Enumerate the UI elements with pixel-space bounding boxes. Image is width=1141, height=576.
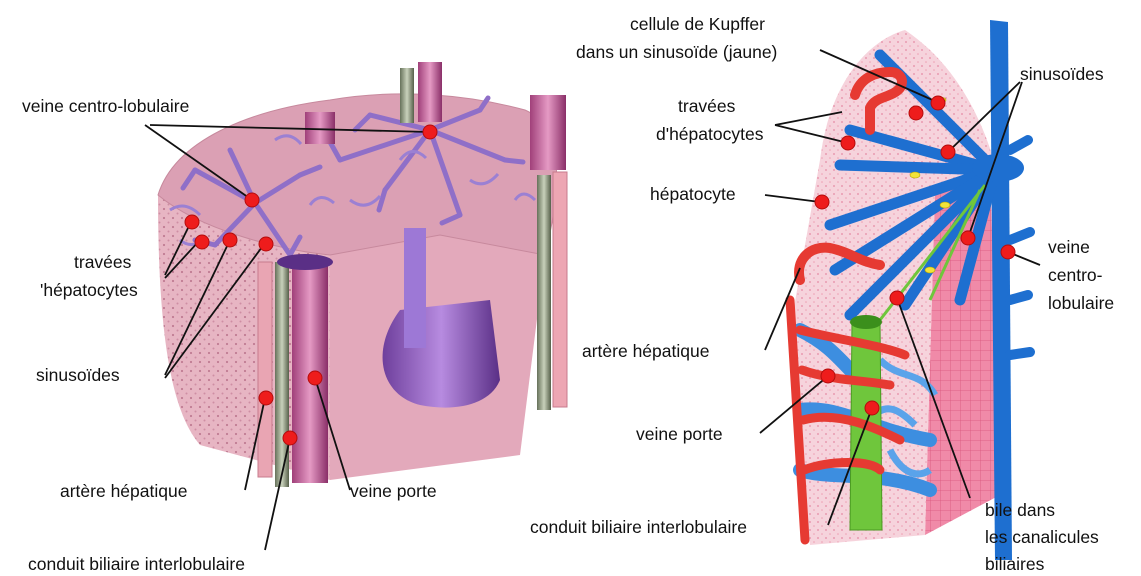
pin-cords-a bbox=[185, 215, 199, 229]
portal-funnel bbox=[383, 300, 500, 408]
left-vessel-portal-vein bbox=[292, 258, 328, 483]
upper-vessel-pair-1 bbox=[400, 68, 414, 123]
label-central-vein-right-1: veine bbox=[1048, 237, 1090, 257]
label-kupffer-1: cellule de Kupffer bbox=[630, 14, 765, 34]
pin-hepatic-artery-left bbox=[259, 391, 273, 405]
right-vessel-side-1 bbox=[537, 175, 551, 410]
pin-bile-duct-left bbox=[283, 431, 297, 445]
label-cords-left-2: 'hépatocytes bbox=[40, 280, 138, 300]
pin-hepatic-artery-right bbox=[821, 369, 835, 383]
label-cords-right-1: travées bbox=[678, 96, 736, 116]
left-vessel-opening bbox=[277, 254, 333, 270]
right-vessel-top bbox=[530, 95, 566, 170]
label-sinusoids-left: sinusoïdes bbox=[36, 365, 120, 385]
pin-portal-vein-left bbox=[308, 371, 322, 385]
right-vessel-side-2 bbox=[553, 172, 567, 407]
pin-central-vein-b bbox=[423, 125, 437, 139]
label-cords-left-1: travées bbox=[74, 252, 132, 272]
pin-cords-b bbox=[195, 235, 209, 249]
label-bile-duct-left: conduit biliaire interlobulaire bbox=[28, 554, 245, 574]
pin-cords-right-b bbox=[841, 136, 855, 150]
pin-sinusoid-a bbox=[223, 233, 237, 247]
pin-kupffer bbox=[931, 96, 945, 110]
right-lobule-illustration bbox=[790, 20, 1030, 560]
label-hepatocyte: hépatocyte bbox=[650, 184, 736, 204]
label-bile-3: biliaires bbox=[985, 554, 1045, 574]
left-vessel-hepatic-artery bbox=[258, 262, 272, 477]
label-hepatic-artery-left: artère hépatique bbox=[60, 481, 187, 501]
pin-sinusoid-right-a bbox=[941, 145, 955, 159]
portal-channel bbox=[404, 228, 426, 348]
pin-central-vein-right bbox=[1001, 245, 1015, 259]
pin-sinusoid-b bbox=[259, 237, 273, 251]
label-sinusoids-right: sinusoïdes bbox=[1020, 64, 1104, 84]
label-hepatic-artery-right: artère hépatique bbox=[582, 341, 709, 361]
label-portal-vein-left: veine porte bbox=[350, 481, 437, 501]
left-vessel-back bbox=[305, 112, 335, 144]
pin-central-vein-a bbox=[245, 193, 259, 207]
pin-bile-duct-right bbox=[865, 401, 879, 415]
label-central-vein-right-3: lobulaire bbox=[1048, 293, 1114, 313]
label-central-vein-right-2: centro- bbox=[1048, 265, 1103, 285]
upper-vessel-pair-2 bbox=[418, 62, 442, 122]
label-kupffer-2: dans un sinusoïde (jaune) bbox=[576, 42, 777, 62]
label-central-vein-left: veine centro-lobulaire bbox=[22, 96, 189, 116]
left-lobule-illustration bbox=[158, 62, 567, 487]
pin-bile-canaliculi bbox=[890, 291, 904, 305]
label-cords-right-2: d'hépatocytes bbox=[656, 124, 764, 144]
pin-hepatocyte bbox=[815, 195, 829, 209]
bile-duct-opening bbox=[850, 315, 882, 329]
label-bile-2: les canalicules bbox=[985, 527, 1099, 547]
pin-cords-right-a bbox=[909, 106, 923, 120]
pin-sinusoid-right-b bbox=[961, 231, 975, 245]
label-portal-vein-right: veine porte bbox=[636, 424, 723, 444]
label-bile-1: bile dans bbox=[985, 500, 1055, 520]
central-vein-hub bbox=[972, 154, 1024, 182]
label-bile-duct-right: conduit biliaire interlobulaire bbox=[530, 517, 747, 537]
